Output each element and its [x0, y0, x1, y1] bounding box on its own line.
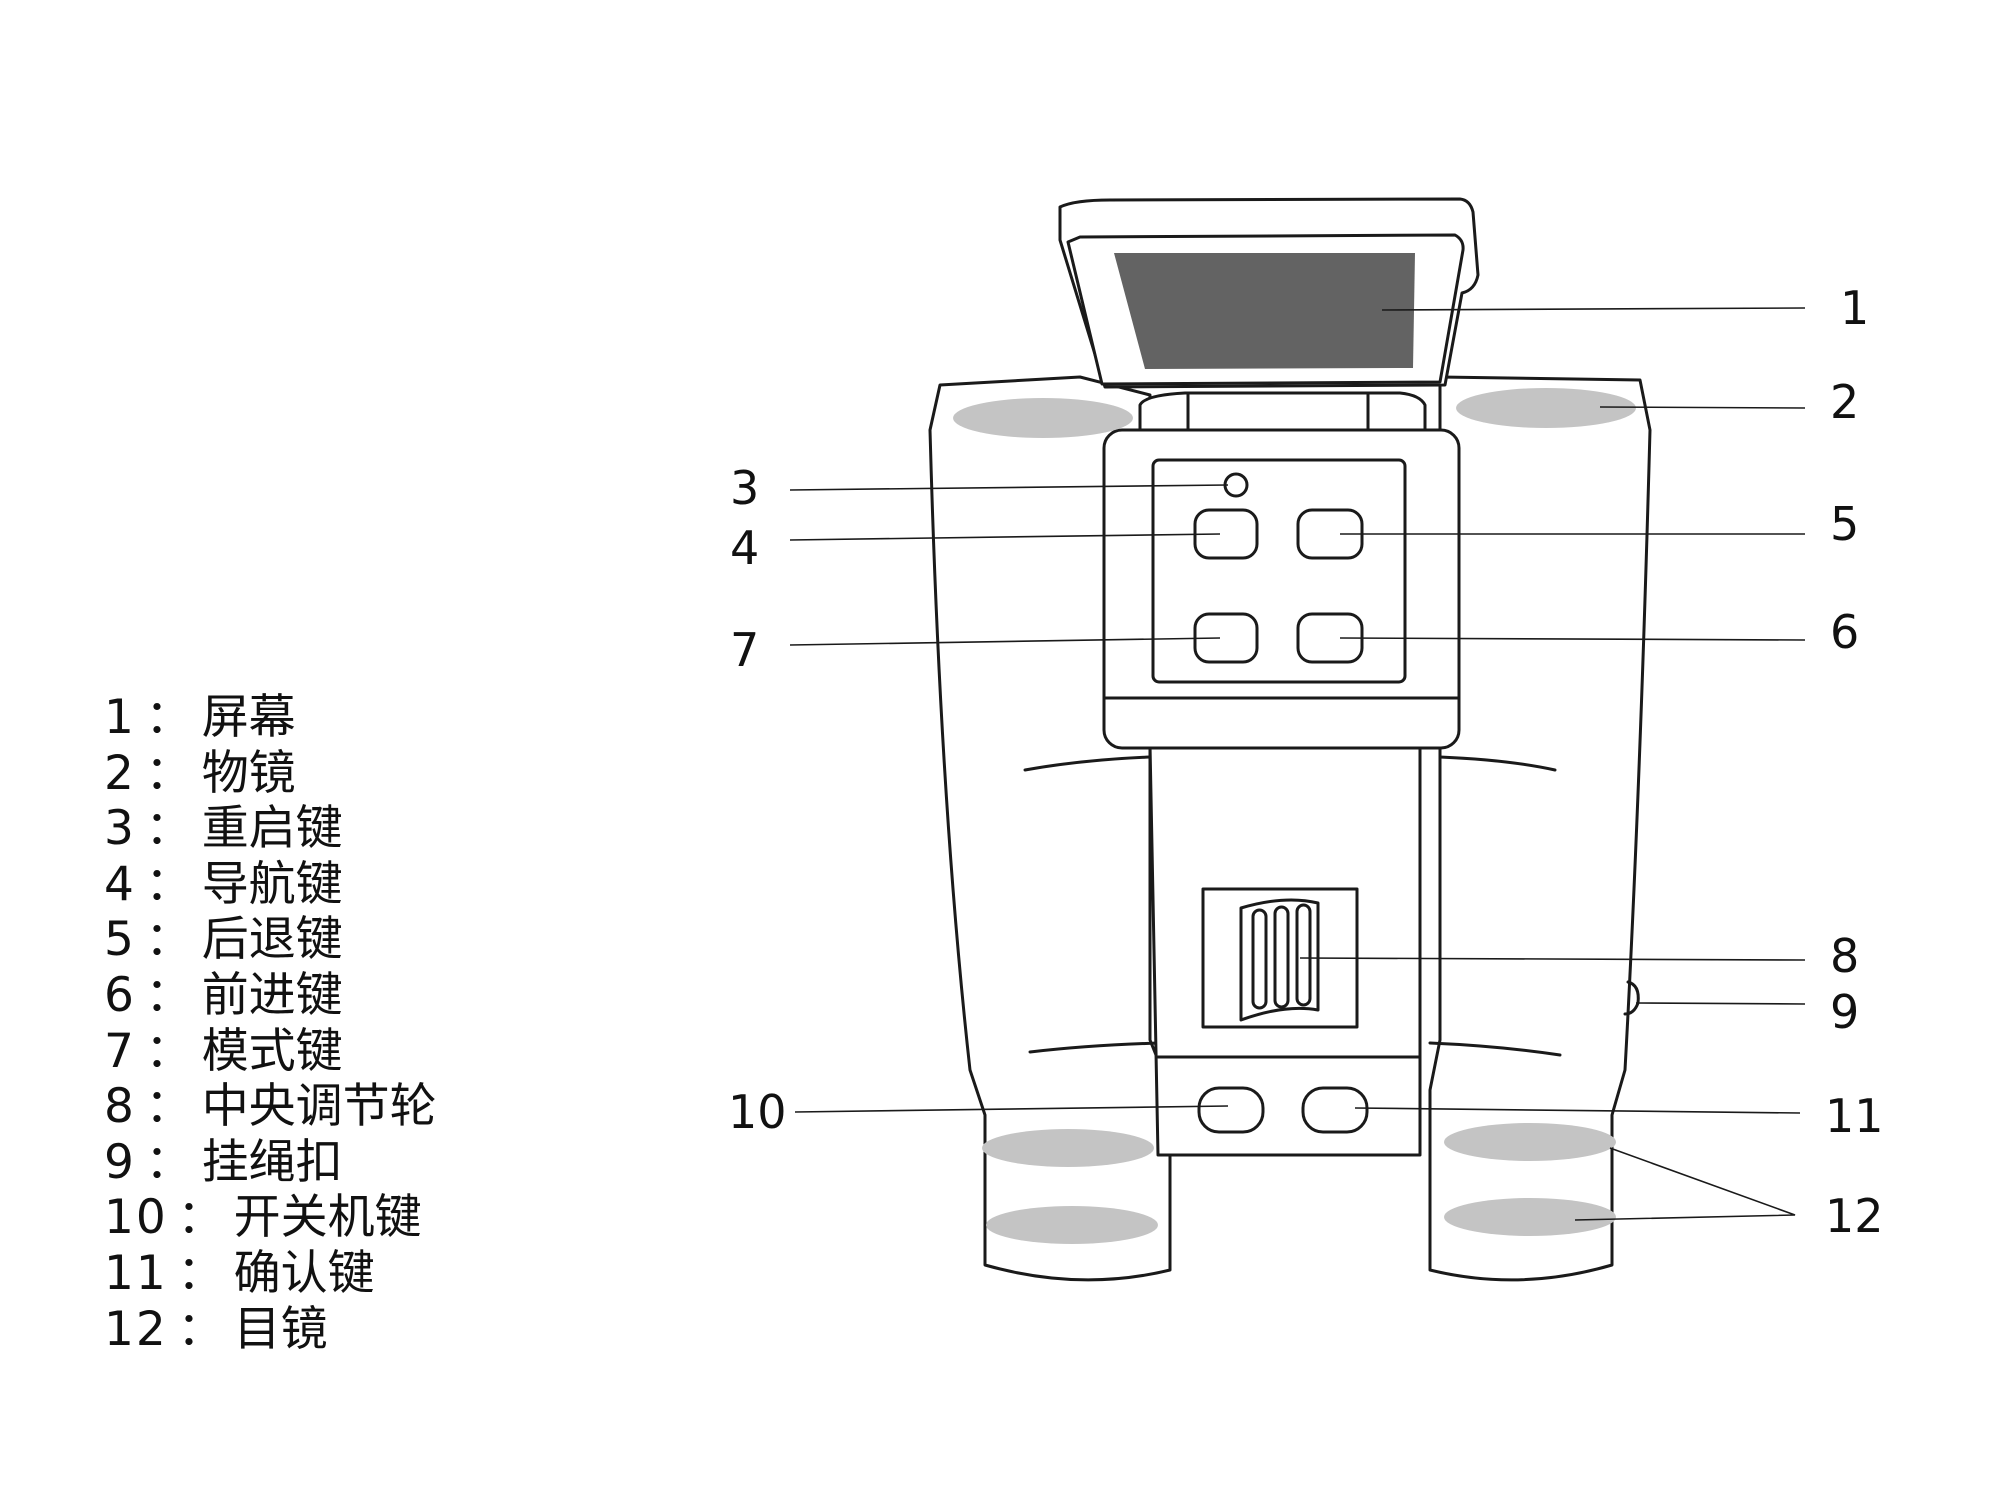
- leader-line-10: [794, 1105, 1229, 1113]
- leader-line-12: [1574, 1147, 1796, 1221]
- legend-label: 后退键: [201, 912, 343, 968]
- legend-separator: ：: [145, 1134, 193, 1190]
- legend-separator: ：: [145, 967, 193, 1023]
- legend-label: 确认键: [233, 1245, 375, 1301]
- leader-line-7: [789, 637, 1221, 646]
- legend-item: 6：前进键: [104, 968, 437, 1024]
- legend-number: 1: [104, 690, 136, 745]
- barrel-band-lower-left: [1028, 1041, 1162, 1054]
- legend-label: 屏幕: [201, 690, 296, 745]
- parts-legend: 1：屏幕 2：物镜 3：重启键 4：导航键 5：后退键 6：前进键 7：模式键 …: [104, 690, 437, 1357]
- legend-label: 目镜: [233, 1301, 328, 1357]
- legend-number: 6: [104, 967, 136, 1023]
- leader-line-3: [789, 484, 1229, 491]
- callout-11: 11: [1825, 1089, 1884, 1143]
- legend-item: 10：开关机键: [104, 1190, 437, 1246]
- legend-number: 10: [104, 1190, 168, 1246]
- legend-item: 11：确认键: [104, 1246, 437, 1302]
- eyepiece-lens-left-upper: [982, 1129, 1154, 1167]
- legend-item: 4：导航键: [104, 857, 437, 913]
- legend-separator: ：: [145, 912, 193, 968]
- legend-number: 4: [104, 856, 136, 912]
- legend-number: 12: [104, 1301, 168, 1357]
- legend-label: 导航键: [201, 856, 343, 912]
- legend-separator: ：: [145, 745, 193, 801]
- leader-line-6: [1339, 637, 1806, 641]
- legend-number: 5: [104, 912, 136, 968]
- callout-4: 4: [730, 521, 759, 575]
- barrel-band-upper-right: [1438, 755, 1557, 772]
- screen-display: [1114, 253, 1415, 369]
- callout-3: 3: [730, 461, 759, 515]
- legend-separator: ：: [145, 1079, 193, 1135]
- legend-label: 重启键: [201, 801, 343, 857]
- legend-label: 开关机键: [233, 1190, 422, 1246]
- hinge-block: [1186, 391, 1370, 433]
- button-panel: [1151, 458, 1407, 684]
- legend-label: 前进键: [201, 967, 343, 1023]
- legend-item: 8：中央调节轮: [104, 1079, 437, 1135]
- callout-8: 8: [1830, 929, 1859, 983]
- eyepiece-lens-right-upper: [1444, 1123, 1616, 1161]
- legend-separator: ：: [145, 801, 193, 857]
- reset-button[interactable]: [1223, 472, 1249, 498]
- legend-separator: ：: [145, 856, 193, 912]
- leader-line-1: [1381, 307, 1806, 311]
- legend-item: 12：目镜: [104, 1302, 437, 1358]
- leader-line-2: [1599, 406, 1806, 409]
- barrel-band-upper-left: [1023, 755, 1152, 772]
- barrel-band-lower-right: [1428, 1041, 1562, 1057]
- legend-item: 5：后退键: [104, 912, 437, 968]
- objective-lens-right: [1456, 388, 1636, 428]
- legend-label: 中央调节轮: [201, 1079, 437, 1135]
- leader-line-4: [789, 533, 1221, 541]
- leader-line-9: [1635, 1002, 1806, 1005]
- ok-button[interactable]: [1301, 1086, 1369, 1134]
- leader-line-8: [1299, 957, 1806, 961]
- focus-wheel-ridge: [1251, 908, 1268, 1010]
- callout-1: 1: [1840, 281, 1869, 335]
- legend-number: 3: [104, 801, 136, 857]
- focus-wheel-ridge: [1273, 905, 1290, 1009]
- objective-lens-left: [953, 398, 1133, 438]
- legend-item: 9：挂绳扣: [104, 1135, 437, 1191]
- eyepiece-lens-right-lower: [1444, 1198, 1616, 1236]
- legend-item: 2：物镜: [104, 746, 437, 802]
- legend-number: 9: [104, 1134, 136, 1190]
- legend-number: 7: [104, 1023, 136, 1079]
- legend-separator: ：: [177, 1245, 225, 1301]
- legend-item: 7：模式键: [104, 1024, 437, 1080]
- eyepiece-lens-left-lower: [986, 1206, 1158, 1244]
- legend-item: 3：重启键: [104, 801, 437, 857]
- callout-12: 12: [1825, 1189, 1884, 1243]
- right-barrel: [1428, 375, 1652, 1282]
- callout-10: 10: [728, 1085, 787, 1139]
- legend-separator: ：: [177, 1301, 225, 1357]
- legend-item: 1：屏幕: [104, 690, 437, 746]
- legend-separator: ：: [177, 1190, 225, 1246]
- legend-separator: ：: [145, 690, 193, 745]
- callout-7: 7: [730, 623, 759, 677]
- focus-wheel-ridge: [1295, 903, 1312, 1007]
- callout-2: 2: [1830, 375, 1859, 429]
- callout-9: 9: [1830, 985, 1859, 1039]
- callout-5: 5: [1830, 497, 1859, 551]
- legend-separator: ：: [145, 1023, 193, 1079]
- legend-label: 物镜: [201, 745, 296, 801]
- leader-line-11: [1354, 1107, 1801, 1114]
- callout-6: 6: [1830, 605, 1859, 659]
- legend-label: 挂绳扣: [201, 1134, 343, 1190]
- legend-number: 11: [104, 1245, 168, 1301]
- power-button[interactable]: [1197, 1086, 1265, 1134]
- legend-number: 2: [104, 745, 136, 801]
- legend-number: 8: [104, 1079, 136, 1135]
- legend-label: 模式键: [201, 1023, 343, 1079]
